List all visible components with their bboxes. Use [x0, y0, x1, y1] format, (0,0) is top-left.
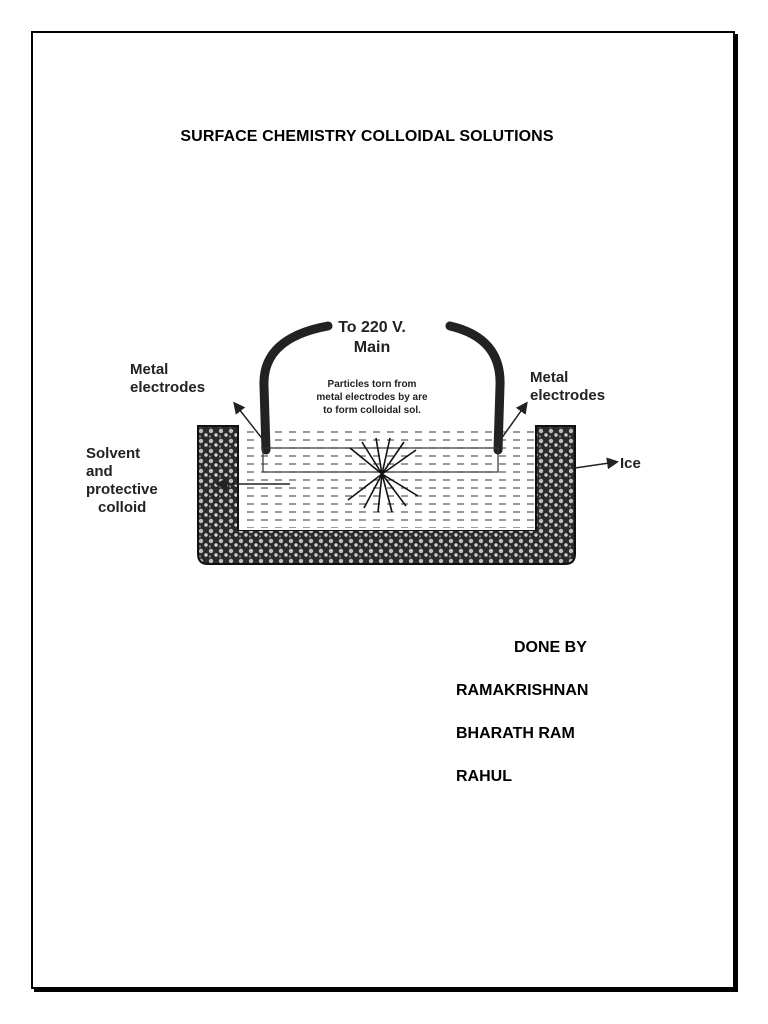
right-electrode-arrow — [495, 401, 528, 447]
left-electrode — [259, 321, 333, 455]
particles-note-line3: to form colloidal sol. — [323, 405, 421, 416]
author-name: BHARATH RAM — [456, 725, 575, 742]
right-electrode-label-line1: Metal — [530, 369, 568, 386]
author-name: RAHUL — [456, 768, 512, 785]
solvent-label-line2: and — [86, 463, 113, 480]
bredig-arc-diagram: To 220 V. Main Metal electrodes Metal el… — [78, 308, 648, 570]
right-electrode — [445, 321, 505, 455]
page-title: SURFACE CHEMISTRY COLLOIDAL SOLUTIONS — [180, 128, 554, 145]
solvent-label-line1: Solvent — [86, 445, 140, 462]
left-electrode-arrow — [233, 401, 269, 447]
left-electrode-label-line1: Metal — [130, 361, 168, 378]
author-name: RAMAKRISHNAN — [456, 682, 589, 699]
solvent-label-line3: protective — [86, 481, 158, 498]
solvent-dashes — [240, 428, 534, 528]
credits-heading: DONE BY — [514, 639, 587, 656]
ice-arrow — [574, 457, 619, 470]
left-electrode-label-line2: electrodes — [130, 379, 205, 396]
arc-spark — [347, 437, 419, 513]
ice-bath — [197, 425, 576, 565]
credits-block: DONE BY RAMAKRISHNAN BHARATH RAM RAHUL — [456, 626, 588, 798]
particles-note-line1: Particles torn from — [328, 379, 417, 390]
right-electrode-label-line2: electrodes — [530, 387, 605, 404]
ice-label: Ice — [620, 455, 641, 472]
page-border — [31, 31, 735, 989]
supply-label-line1: To 220 V. — [338, 319, 406, 336]
supply-label-line2: Main — [354, 339, 390, 356]
particles-note-line2: metal electrodes by are — [316, 392, 428, 403]
solvent-label-line4: colloid — [98, 499, 146, 516]
